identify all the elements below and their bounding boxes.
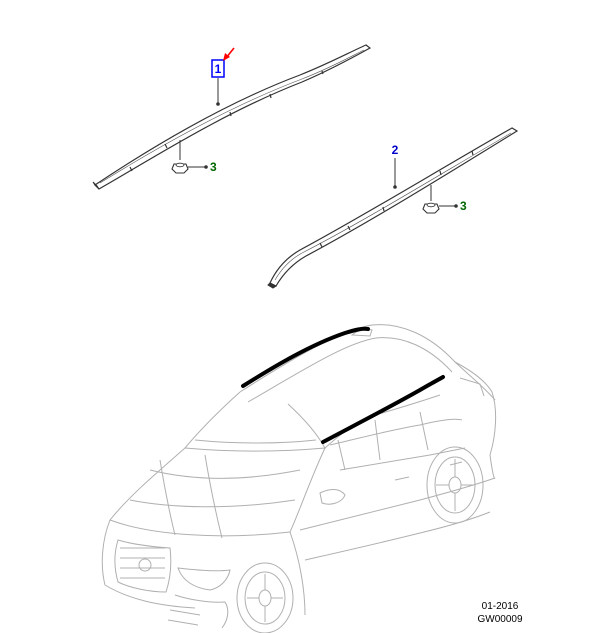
part1-callout[interactable]: 1 — [215, 62, 222, 76]
part3-left-callout[interactable]: 3 — [210, 160, 217, 174]
leader-dot-part2 — [393, 185, 397, 189]
pointer-arrow-icon — [223, 47, 235, 61]
fastener-right-icon[interactable] — [422, 202, 440, 214]
footer-date: 01-2016 — [482, 601, 519, 612]
leader-dot-part1 — [216, 102, 220, 106]
leader-dot-part3-right — [454, 204, 458, 208]
vehicle-illustration — [101, 324, 497, 633]
footer-code: GW00009 — [477, 614, 522, 625]
roof-rail-left[interactable] — [92, 44, 372, 190]
part2-callout[interactable]: 2 — [392, 143, 399, 157]
vehicle-rail-highlight — [241, 326, 445, 444]
part3-right-callout[interactable]: 3 — [460, 199, 467, 213]
fastener-left-icon[interactable] — [171, 162, 189, 174]
roof-rail-right[interactable] — [267, 127, 519, 289]
leader-dot-part3-left — [204, 165, 208, 169]
part1-selection-box[interactable] — [211, 59, 225, 78]
